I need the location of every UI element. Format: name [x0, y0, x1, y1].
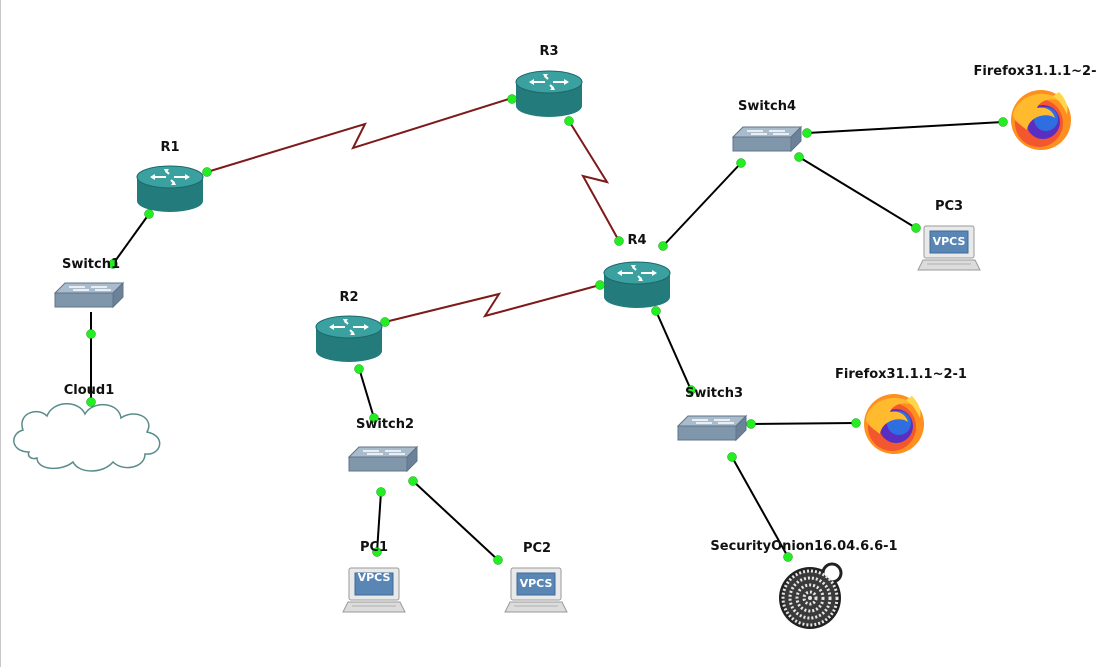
label-switch3: Switch3: [684, 386, 744, 401]
router-r1[interactable]: [136, 165, 204, 213]
link-r2-r4[interactable]: [384, 284, 601, 323]
pc2-badge: VPCS: [520, 577, 553, 590]
security-onion-icon[interactable]: [777, 562, 843, 631]
link-switch2-pc2[interactable]: [412, 480, 499, 561]
label-r3: R3: [539, 44, 559, 59]
port-indicators: [86, 94, 1008, 565]
cloud-cloud1[interactable]: [13, 402, 161, 472]
label-pc2: PC2: [522, 541, 552, 556]
switch-switch3[interactable]: [677, 415, 747, 441]
router-r4[interactable]: [603, 261, 671, 309]
link-r1-switch1[interactable]: [112, 213, 150, 265]
label-pc3: PC3: [934, 199, 964, 214]
label-switch1: Switch1: [61, 257, 121, 272]
switch-switch1[interactable]: [54, 282, 124, 308]
label-switch4: Switch4: [737, 99, 797, 114]
label-securityonion: SecurityOnion16.04.6.6-1: [710, 539, 898, 554]
label-r1: R1: [160, 140, 180, 155]
link-r4-switch4[interactable]: [662, 162, 742, 247]
label-r2: R2: [339, 290, 359, 305]
link-switch3-securityonion[interactable]: [731, 456, 789, 558]
firefox-icon[interactable]: [864, 394, 924, 454]
router-r3[interactable]: [515, 70, 583, 118]
link-switch4-firefox-top[interactable]: [806, 121, 1004, 134]
link-switch4-pc3[interactable]: [798, 156, 917, 229]
label-switch2: Switch2: [355, 417, 415, 432]
pc-pc2[interactable]: [504, 567, 568, 613]
label-cloud1: Cloud1: [63, 383, 115, 398]
label-firefox-top: Firefox31.1.1~2-: [973, 64, 1096, 79]
label-firefox-mid: Firefox31.1.1~2-1: [835, 367, 967, 382]
label-pc1: PC1: [359, 540, 389, 555]
label-r4: R4: [627, 233, 647, 248]
pc1-badge: VPCS: [358, 571, 391, 584]
link-r3-r4[interactable]: [568, 120, 620, 242]
pc3-badge: VPCS: [933, 235, 966, 248]
switch-switch4[interactable]: [732, 126, 802, 152]
link-r4-switch3[interactable]: [655, 310, 692, 391]
link-r1-r3[interactable]: [206, 97, 513, 173]
switch-switch2[interactable]: [348, 446, 418, 472]
router-r2[interactable]: [315, 315, 383, 363]
link-r2-switch2[interactable]: [358, 367, 375, 419]
firefox-icon[interactable]: [1011, 90, 1071, 150]
link-switch3-firefox-mid[interactable]: [750, 422, 857, 425]
link-switch2-pc1[interactable]: [376, 491, 382, 553]
pc-pc3[interactable]: [917, 225, 981, 271]
